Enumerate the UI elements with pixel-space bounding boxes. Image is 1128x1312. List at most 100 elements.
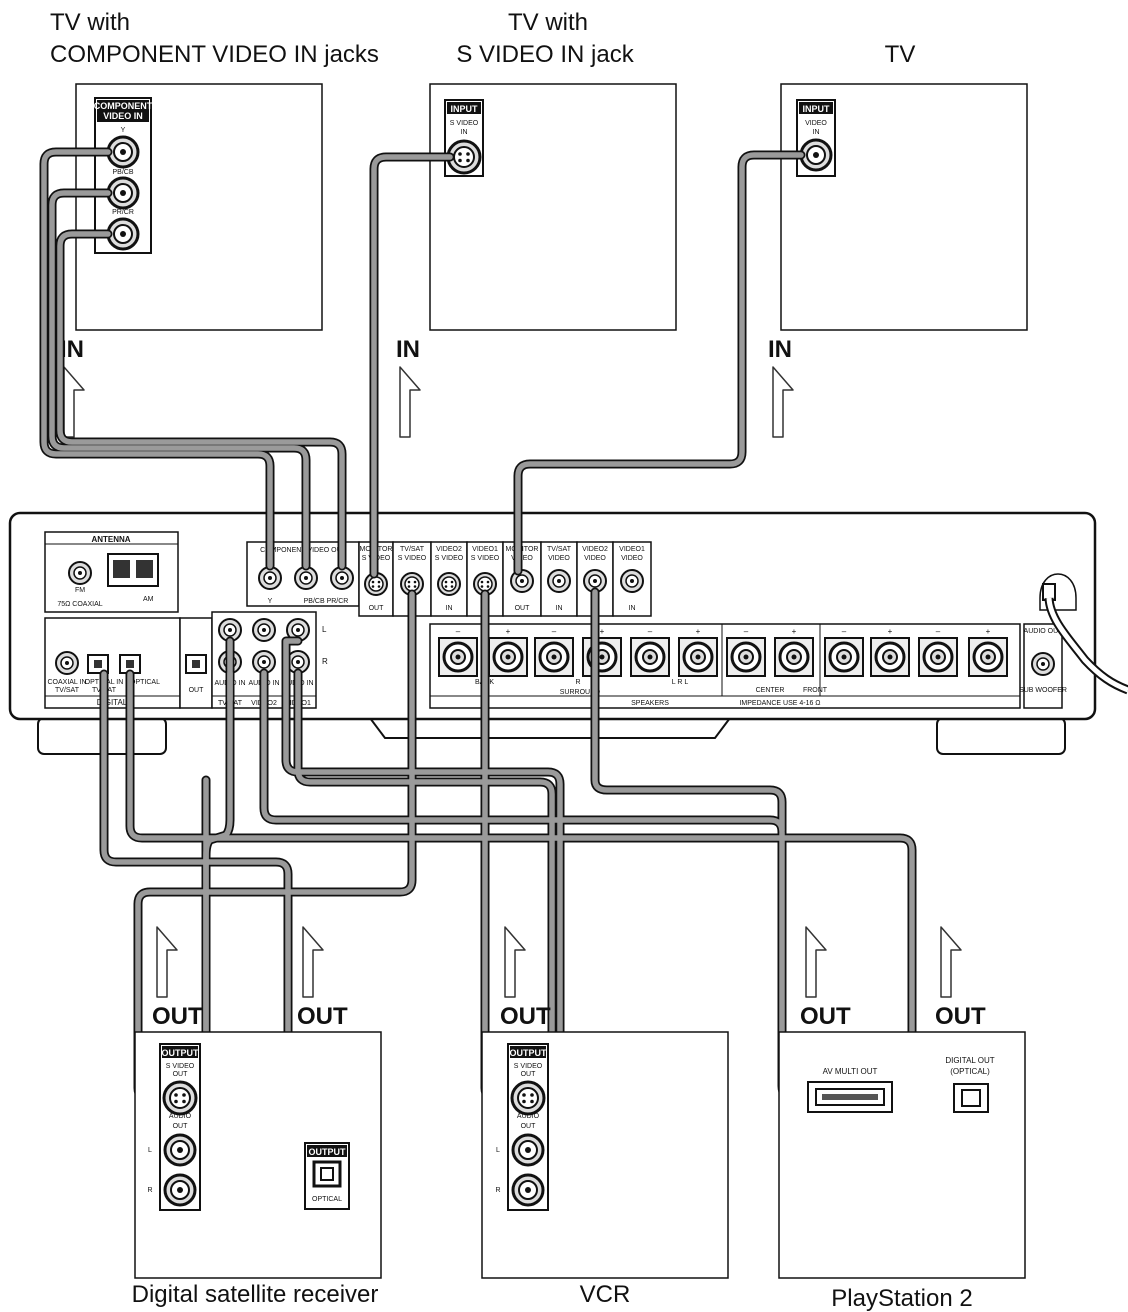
svg-text:OUTPUT: OUTPUT xyxy=(510,1048,548,1058)
svg-text:–: – xyxy=(648,627,653,636)
speaker-terminal-9[interactable] xyxy=(823,636,865,678)
vcr-audio-out-r-jack[interactable] xyxy=(511,1173,545,1207)
svg-text:OUT: OUT xyxy=(173,1071,189,1078)
svg-text:VIDEO: VIDEO xyxy=(548,555,570,562)
out-label-vcr: OUT xyxy=(500,1003,551,1030)
svg-text:L: L xyxy=(496,1147,500,1154)
speaker-terminal-2[interactable] xyxy=(487,636,529,678)
vcr-audio-out-l-jack[interactable] xyxy=(511,1133,545,1167)
vcr-label: VCR xyxy=(580,1281,631,1308)
in-arrow-tv xyxy=(772,366,794,438)
svg-text:OUTPUT: OUTPUT xyxy=(309,1147,347,1157)
svg-text:VIDEO2: VIDEO2 xyxy=(582,546,608,553)
speaker-terminal-11[interactable] xyxy=(917,636,959,678)
video1-video-in-jack[interactable] xyxy=(620,569,644,593)
svg-text:–: – xyxy=(744,627,749,636)
out-arrow-ps2-digital xyxy=(940,926,962,998)
satellite-audio-out-l-jack[interactable] xyxy=(163,1133,197,1167)
video2-svideo-in-jack[interactable] xyxy=(437,572,461,596)
svg-text:VIDEO: VIDEO xyxy=(621,555,643,562)
svg-text:DIGITAL: DIGITAL xyxy=(97,698,128,707)
speaker-terminal-8[interactable] xyxy=(773,636,815,678)
svg-text:(OPTICAL): (OPTICAL) xyxy=(950,1067,990,1076)
svg-text:S VIDEO: S VIDEO xyxy=(166,1063,195,1070)
svg-text:L: L xyxy=(322,625,327,634)
in-label-svideo: IN xyxy=(396,336,420,363)
svg-text:SURROUND: SURROUND xyxy=(560,689,600,696)
ps2-av-multi-out: AV MULTI OUT xyxy=(807,1067,893,1113)
speaker-terminal-10[interactable] xyxy=(869,636,911,678)
ps2-digital-out: DIGITAL OUT (OPTICAL) xyxy=(945,1056,995,1113)
coaxial-in-jack[interactable] xyxy=(55,651,79,675)
svg-text:IN: IN xyxy=(629,605,636,612)
svg-text:VIDEO2: VIDEO2 xyxy=(436,546,462,553)
svg-text:AM: AM xyxy=(143,596,154,603)
speaker-terminal-6[interactable] xyxy=(677,636,719,678)
svg-text:Y: Y xyxy=(268,598,273,605)
speaker-terminal-4[interactable] xyxy=(581,636,623,678)
svg-text:INPUT: INPUT xyxy=(451,104,479,114)
svg-text:SUB WOOFER: SUB WOOFER xyxy=(1019,687,1067,694)
svg-text:S VIDEO: S VIDEO xyxy=(398,555,427,562)
speaker-terminal-12[interactable] xyxy=(967,636,1009,678)
ps2-box xyxy=(778,1031,1026,1279)
svg-text:OUT: OUT xyxy=(173,1123,189,1130)
speaker-terminal-7[interactable] xyxy=(725,636,767,678)
subwoofer-out-jack[interactable] xyxy=(1031,652,1055,676)
out-arrow-ps2-av xyxy=(805,926,827,998)
receiver-feet xyxy=(37,717,1066,755)
vcr-svideo-out-jack[interactable] xyxy=(510,1080,546,1116)
in-arrow-component xyxy=(63,366,85,438)
svg-text:TV/SAT: TV/SAT xyxy=(547,546,572,553)
svg-text:AUDIO: AUDIO xyxy=(169,1113,192,1120)
svg-text:VIDEO IN: VIDEO IN xyxy=(103,111,143,121)
svg-text:COMPONENT: COMPONENT xyxy=(94,101,153,111)
svg-text:VIDEO: VIDEO xyxy=(584,555,606,562)
in-label-tv: IN xyxy=(768,336,792,363)
ps2-label: PlayStation 2 xyxy=(831,1285,972,1312)
svg-text:–: – xyxy=(842,627,847,636)
svg-text:IN: IN xyxy=(813,129,820,136)
svg-text:AUDIO OUT: AUDIO OUT xyxy=(1024,628,1064,635)
svg-text:IN: IN xyxy=(461,129,468,136)
svg-text:S VIDEO: S VIDEO xyxy=(435,555,464,562)
out-label-satellite-optical: OUT xyxy=(297,1003,348,1030)
satellite-receiver-label: Digital satellite receiver xyxy=(132,1281,379,1308)
svg-text:OPTICAL: OPTICAL xyxy=(312,1196,342,1203)
out-arrow-vcr xyxy=(504,926,526,998)
satellite-optical-panel: OUTPUT OPTICAL xyxy=(304,1142,350,1210)
satellite-svideo-out-jack[interactable] xyxy=(162,1080,198,1116)
speaker-terminal-1[interactable] xyxy=(437,636,479,678)
svg-text:75Ω COAXIAL: 75Ω COAXIAL xyxy=(57,601,102,608)
svg-text:TV/SAT: TV/SAT xyxy=(400,546,425,553)
out-label-ps2-digital: OUT xyxy=(935,1003,986,1030)
power-cord xyxy=(1039,573,1128,695)
video2-audio-l-jack[interactable] xyxy=(252,618,276,642)
svg-text:–: – xyxy=(552,627,557,636)
svg-text:L: L xyxy=(148,1147,152,1154)
svg-text:S VIDEO: S VIDEO xyxy=(514,1063,543,1070)
tvsat-video-in-jack[interactable] xyxy=(547,569,571,593)
svg-text:PB/CB PR/CR: PB/CB PR/CR xyxy=(304,598,349,605)
svg-text:OUT: OUT xyxy=(521,1123,537,1130)
svg-text:R: R xyxy=(322,657,328,666)
speaker-terminal-3[interactable] xyxy=(533,636,575,678)
out-label-ps2-av: OUT xyxy=(800,1003,851,1030)
svg-text:PB/CB: PB/CB xyxy=(112,169,133,176)
tv-svideo-title-2: S VIDEO IN jack xyxy=(456,41,634,68)
svg-text:TV/SAT: TV/SAT xyxy=(55,687,80,694)
svg-text:+: + xyxy=(600,627,605,636)
fm-coaxial-jack[interactable] xyxy=(68,561,92,585)
svg-text:CENTER: CENTER xyxy=(756,687,785,694)
out-arrow-satellite-optical xyxy=(302,926,324,998)
tv-component-title-1: TV with xyxy=(50,9,130,36)
svg-text:R: R xyxy=(147,1187,152,1194)
svg-text:OUT: OUT xyxy=(369,605,385,612)
svg-text:R: R xyxy=(495,1187,500,1194)
speaker-terminal-5[interactable] xyxy=(629,636,671,678)
svg-text:OUT: OUT xyxy=(515,605,531,612)
tv-svideo-title-1: TV with xyxy=(508,9,588,36)
svg-text:OUT: OUT xyxy=(521,1071,537,1078)
satellite-audio-out-r-jack[interactable] xyxy=(163,1173,197,1207)
